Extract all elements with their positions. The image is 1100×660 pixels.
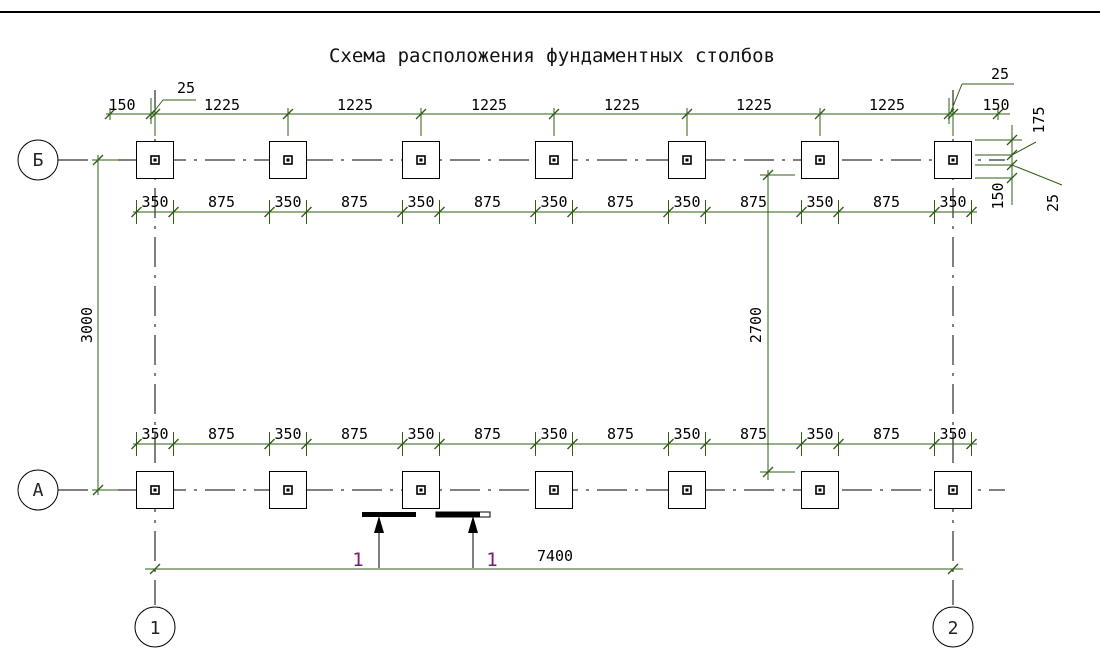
pad-chain-a: 350 875 350 875 350 875 350 875 350 875 350 875 350 [141, 425, 966, 443]
dim-inner-2700: 2700 [747, 307, 765, 343]
foundation-post [934, 141, 972, 179]
top-dimension-chain: 150 1225 1225 1225 1225 1225 1225 150 25… [108, 65, 1009, 114]
drawing-title: Схема расположения фундаментных столбов [329, 45, 775, 67]
pad-chain-dim: 875 [341, 425, 368, 443]
dim-top-small-left: 25 [177, 79, 195, 97]
pad-chain-dim: 350 [407, 193, 434, 211]
pad-chain-dim: 875 [740, 425, 767, 443]
pad-chain-dim: 875 [607, 425, 634, 443]
foundation-post [136, 141, 174, 179]
section-label-right: 1 [486, 549, 497, 571]
pad-chain-dim: 350 [141, 425, 168, 443]
dim-top-6: 1225 [869, 96, 905, 114]
dim-top-0: 150 [108, 96, 135, 114]
pad-chain-dim: 875 [873, 193, 900, 211]
dim-top-small-right: 25 [991, 65, 1009, 83]
pad-chain-dim: 875 [474, 425, 501, 443]
foundation-post [668, 471, 706, 509]
axis-label-b: Б [33, 150, 44, 171]
pad-chain-dim: 350 [407, 425, 434, 443]
axis-bubble-1: 1 [134, 606, 176, 648]
foundation-post [402, 141, 440, 179]
foundation-post [402, 471, 440, 509]
axis-label-2: 2 [948, 618, 959, 639]
axis-bubble-2: 2 [932, 606, 974, 648]
dim-top-1: 1225 [204, 96, 240, 114]
dim-top-3: 1225 [471, 96, 507, 114]
foundation-post [934, 471, 972, 509]
axis-label-1: 1 [150, 618, 161, 639]
axis-bubble-b: Б [17, 139, 59, 181]
right-vertical-dims: 175 150 25 [989, 106, 1062, 212]
dim-right-175: 175 [1030, 106, 1048, 133]
pad-chain-b: 350 875 350 875 350 875 350 875 350 875 350 875 350 [141, 193, 966, 211]
pad-chain-dim: 875 [474, 193, 501, 211]
pad-chain-dim: 350 [939, 425, 966, 443]
dimension-lines [92, 83, 1063, 575]
dim-right-25: 25 [1044, 194, 1062, 212]
foundation-post [269, 141, 307, 179]
foundation-post [136, 471, 174, 509]
axis-bubble-a: А [17, 469, 59, 511]
pad-chain-dim: 350 [939, 193, 966, 211]
pad-chain-dim: 350 [274, 193, 301, 211]
pad-chain-dim: 875 [873, 425, 900, 443]
pad-chain-dim: 875 [208, 193, 235, 211]
pad-chain-dim: 875 [607, 193, 634, 211]
foundation-post [668, 141, 706, 179]
pad-chain-dim: 875 [341, 193, 368, 211]
dim-top-4: 1225 [604, 96, 640, 114]
foundation-post [801, 141, 839, 179]
dim-overall-7400: 7400 [537, 547, 573, 565]
dim-right-150: 150 [989, 182, 1007, 209]
foundation-post [535, 471, 573, 509]
pad-chain-dim: 350 [673, 193, 700, 211]
foundation-posts [136, 141, 972, 509]
pad-chain-dim: 350 [673, 425, 700, 443]
foundation-post [269, 471, 307, 509]
pad-chain-dim: 350 [274, 425, 301, 443]
axis-label-a: А [33, 480, 44, 501]
dim-top-2: 1225 [337, 96, 373, 114]
pad-chain-dim: 875 [740, 193, 767, 211]
pad-chain-dim: 350 [806, 193, 833, 211]
dim-top-5: 1225 [736, 96, 772, 114]
pad-chain-dim: 350 [141, 193, 168, 211]
pad-chain-dim: 350 [540, 425, 567, 443]
pad-chain-dim: 350 [540, 193, 567, 211]
axis-lines [58, 90, 1005, 605]
section-label-left: 1 [352, 549, 363, 571]
dim-left-3000: 3000 [78, 307, 96, 343]
section-cut-marker: 1 1 [352, 511, 498, 571]
foundation-post [801, 471, 839, 509]
foundation-post [535, 141, 573, 179]
dim-top-7: 150 [982, 96, 1009, 114]
pad-chain-dim: 875 [208, 425, 235, 443]
pad-chain-dim: 350 [806, 425, 833, 443]
